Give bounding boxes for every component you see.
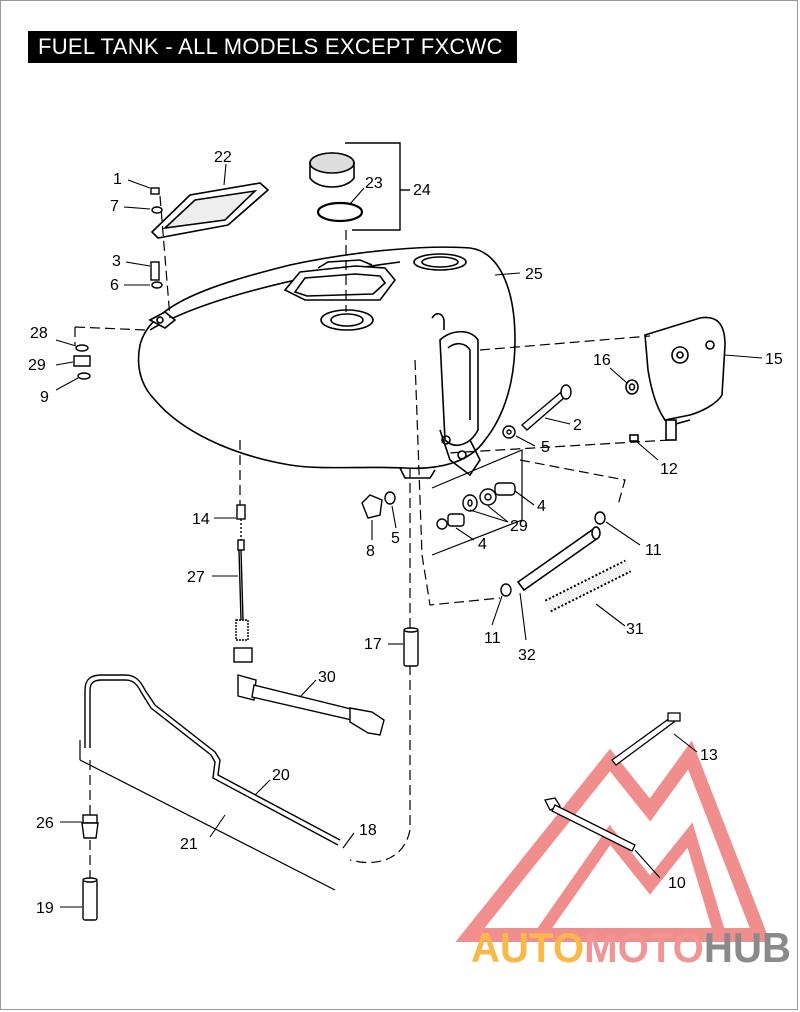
watermark-text: AUTOMOTOHUB (471, 924, 791, 971)
callout-17: 17 (364, 636, 382, 653)
page-title: FUEL TANK - ALL MODELS EXCEPT FXCWC (28, 31, 517, 63)
callout-20: 20 (272, 767, 290, 784)
watermark-auto: AUTO (471, 924, 584, 971)
callout-5-left: 5 (391, 530, 400, 547)
filler-cap (309, 152, 364, 223)
fuel-line-20 (84, 674, 341, 846)
routing-dashed-lines (74, 195, 671, 880)
callout-15: 15 (765, 351, 783, 368)
watermark-hub: HUB (704, 924, 791, 971)
cable-strap-13 (611, 712, 681, 766)
bushings (361, 482, 516, 530)
callout-9: 9 (40, 389, 49, 406)
callout-7: 7 (110, 198, 119, 215)
hardware-left (73, 187, 163, 380)
cable-strap-10 (544, 797, 636, 852)
watermark-logo (455, 740, 771, 942)
fuel-tank (137, 246, 516, 479)
callout-29-left: 29 (28, 357, 46, 374)
callout-3: 3 (112, 253, 121, 270)
fitting-26 (81, 814, 99, 839)
callout-5-right: 5 (541, 439, 550, 456)
callout-26: 26 (36, 815, 54, 832)
mounting-bolt (502, 384, 572, 439)
svg-text:AUTOMOTOHUB: AUTOMOTOHUB (471, 924, 791, 971)
fuel-line-21 (79, 740, 336, 891)
callout-1: 1 (113, 171, 122, 188)
fuel-hose (516, 526, 601, 592)
callout-4-upper: 4 (537, 498, 546, 515)
leader-lines (55, 163, 763, 908)
callout-8: 8 (366, 543, 375, 560)
callout-32: 32 (518, 647, 536, 664)
callout-11-upper: 11 (645, 542, 662, 559)
callout-28: 28 (30, 325, 48, 342)
callout-2: 2 (573, 417, 582, 434)
callout-16: 16 (593, 352, 611, 369)
bracket-box (431, 449, 523, 556)
callout-12: 12 (660, 461, 678, 478)
callout-labels: 1 7 22 23 24 3 6 25 28 29 9 16 15 2 5 12… (28, 149, 783, 917)
heat-shield (625, 316, 726, 442)
callout-19: 19 (36, 900, 54, 917)
callout-6: 6 (110, 277, 119, 294)
callout-30: 30 (318, 669, 336, 686)
callout-31: 31 (626, 621, 644, 638)
callout-21: 21 (180, 836, 198, 853)
callout-29-right: 29 (510, 518, 528, 535)
callout-18: 18 (359, 822, 377, 839)
spacer-19 (82, 877, 98, 921)
hose-clamps (500, 511, 606, 597)
callout-25: 25 (525, 266, 543, 283)
callout-4-lower: 4 (478, 536, 487, 553)
fuel-gauge-sender (233, 504, 385, 736)
bracket-24 (345, 142, 410, 231)
callout-11-lower: 11 (484, 630, 501, 647)
trim-panel (150, 182, 270, 239)
callout-14: 14 (192, 511, 210, 528)
callout-24: 24 (413, 182, 431, 199)
spacer-17 (403, 627, 419, 667)
callout-23: 23 (365, 175, 383, 192)
spring (544, 559, 632, 613)
callout-27: 27 (187, 569, 205, 586)
callout-10: 10 (668, 875, 686, 892)
callout-13: 13 (700, 747, 718, 764)
callout-22: 22 (214, 149, 232, 166)
watermark-moto: MOTO (584, 924, 704, 971)
